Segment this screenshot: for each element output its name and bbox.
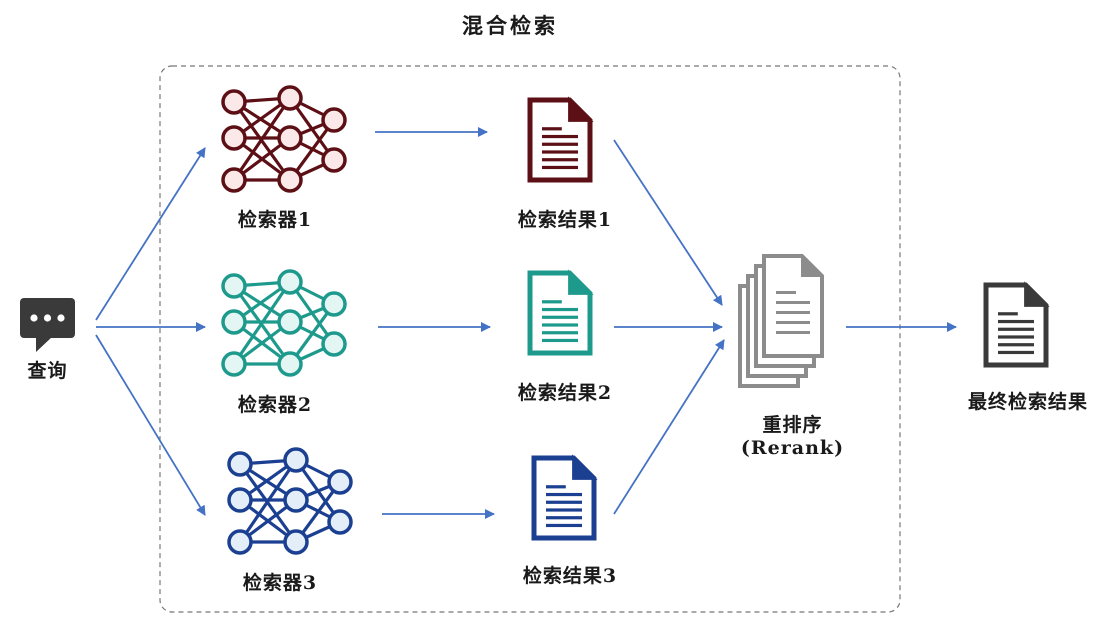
result-1-label: 检索结果1 [517, 209, 613, 231]
stacked-page [762, 253, 825, 358]
neural-network-icon [227, 447, 353, 555]
document-icon [527, 96, 594, 183]
document-icon [527, 269, 594, 356]
neural-network-icon [221, 269, 347, 377]
rerank-sublabel: (Rerank) [740, 437, 845, 459]
rerank-label: 重排序 [762, 414, 823, 436]
result-3-label: 检索结果3 [522, 565, 618, 587]
speech-bubble-icon [20, 298, 75, 352]
flow-arrow [613, 339, 725, 515]
document-icon [531, 454, 598, 541]
flow-arrow [95, 334, 206, 516]
hybrid-retrieval-container [159, 65, 901, 613]
final-result-label: 最终检索结果 [967, 391, 1088, 413]
document-stack-icon [738, 253, 825, 388]
retriever-1-label: 检索器1 [237, 209, 313, 231]
retriever-2-label: 检索器2 [237, 394, 313, 416]
result-2-label: 检索结果2 [517, 382, 613, 404]
document-icon [983, 281, 1050, 368]
flow-arrow [613, 139, 723, 306]
diagram-title: 混合检索 [462, 13, 558, 38]
retriever-3-label: 检索器3 [242, 572, 318, 594]
neural-network-icon [221, 85, 347, 193]
query-label: 查询 [27, 360, 68, 382]
flow-arrow [95, 147, 206, 321]
